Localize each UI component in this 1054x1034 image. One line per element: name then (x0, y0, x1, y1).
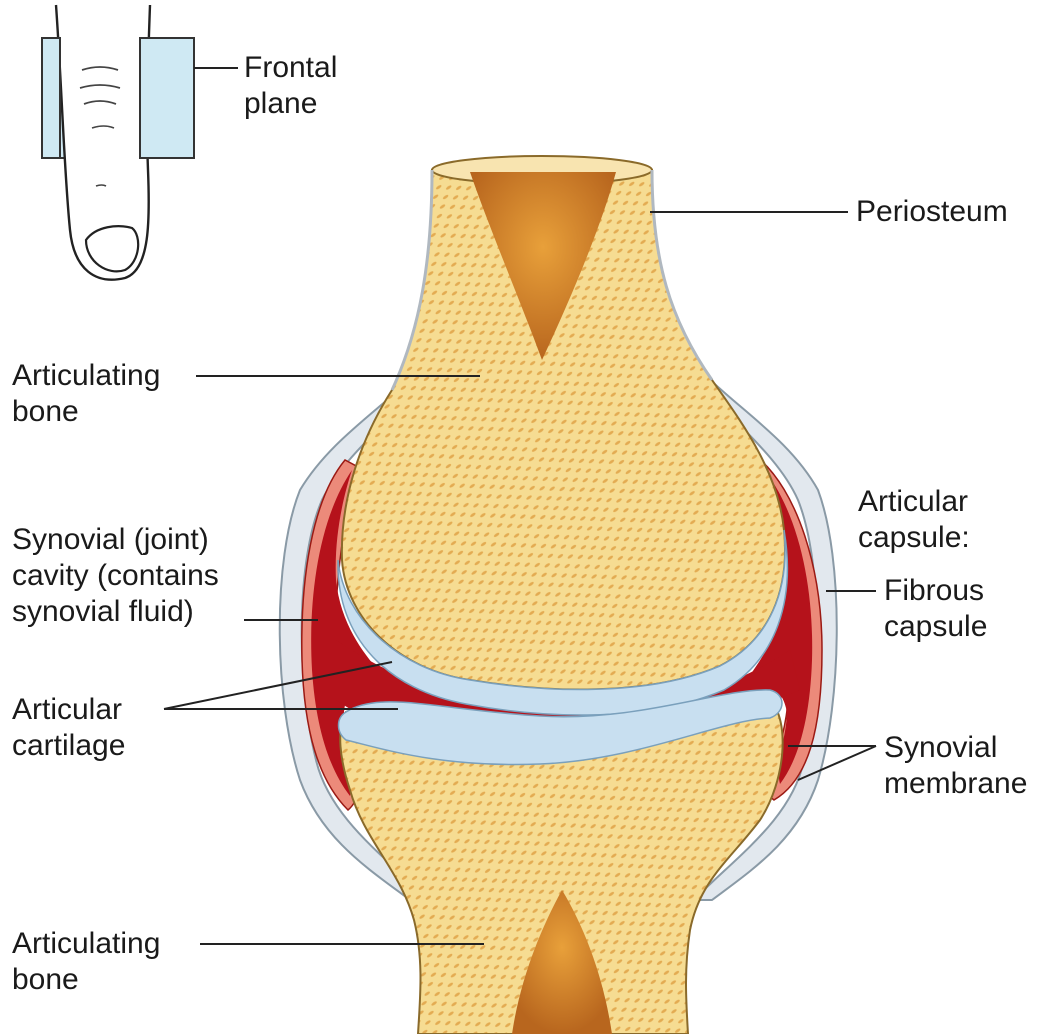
articular-cartilage-label-line-1: Articular (12, 692, 125, 728)
synovial-membrane-label-line-1: Synovial (884, 730, 1027, 766)
articulating-bone-top-label-line-2: bone (12, 394, 160, 430)
articulating-bone-bottom-label: Articulating bone (12, 926, 160, 998)
articulating-bone-top-label-line-1: Articulating (12, 358, 160, 394)
articular-capsule-label-line-2: capsule: (858, 520, 970, 556)
articular-capsule-label-line-1: Articular (858, 484, 970, 520)
fibrous-capsule-label: Fibrous capsule (884, 573, 987, 645)
frontal-plane-back (140, 38, 194, 158)
frontal-plane-label: Frontal plane (244, 50, 337, 122)
synovial-cavity-label-line-2: cavity (contains (12, 558, 219, 594)
articulating-bone-bottom-label-line-2: bone (12, 962, 160, 998)
articular-cartilage-label-line-2: cartilage (12, 728, 125, 764)
frontal-plane-label-line-1: Frontal (244, 50, 337, 86)
frontal-plane-front (42, 38, 60, 158)
synovial-membrane-label-line-2: membrane (884, 766, 1027, 802)
articulating-bone-top-label: Articulating bone (12, 358, 160, 430)
fibrous-capsule-label-line-2: capsule (884, 609, 987, 645)
synovial-membrane-label: Synovial membrane (884, 730, 1027, 802)
lower-bone (339, 690, 783, 1034)
fibrous-capsule-label-line-1: Fibrous (884, 573, 987, 609)
upper-bone (338, 156, 787, 715)
periosteum-label: Periosteum (856, 194, 1008, 230)
articulating-bone-bottom-label-line-1: Articulating (12, 926, 160, 962)
periosteum-label-text: Periosteum (856, 194, 1008, 230)
synovial-cavity-label-line-1: Synovial (joint) (12, 522, 219, 558)
frontal-plane-label-line-2: plane (244, 86, 337, 122)
articular-capsule-label: Articular capsule: (858, 484, 970, 556)
articular-cartilage-label: Articular cartilage (12, 692, 125, 764)
synovial-cavity-label: Synovial (joint) cavity (contains synovi… (12, 522, 219, 630)
synovial-cavity-label-line-3: synovial fluid) (12, 594, 219, 630)
finger-inset (42, 5, 238, 280)
